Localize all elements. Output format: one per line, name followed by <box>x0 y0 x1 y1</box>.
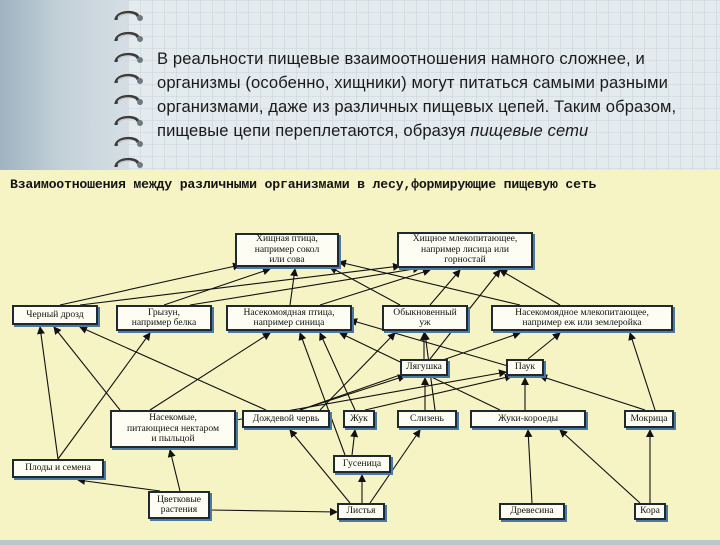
node-bark-beetles: Жуки-короеды <box>470 410 586 428</box>
node-predator-mammal: Хищное млекопитающее, например лисица ил… <box>397 232 533 268</box>
arrow-beetle-to-insectivorous-bird <box>319 332 356 411</box>
node-earthworm: Дождевой червь <box>242 410 330 428</box>
spiral-ring-icon <box>114 10 143 21</box>
arrow-bark-to-bark-beetles <box>559 429 641 504</box>
arrow-nectar-insects-to-blackbird <box>53 326 121 411</box>
node-wood: Древесина <box>499 503 565 520</box>
arrow-blackbird-to-predator-bird <box>59 262 241 306</box>
node-flowering-plants: Цветковые растения <box>148 491 210 519</box>
arrow-insectivorous-bird-to-predator-bird <box>289 268 298 306</box>
node-nectar-insects: Насекомые, питающиеся нектаром и пыльцой <box>110 410 236 448</box>
arrow-fruits-seeds-to-rodent <box>57 332 151 460</box>
node-grass-snake: Обыкновенный уж <box>382 305 468 331</box>
arrow-leaves-to-slug <box>369 429 421 504</box>
food-web-arrows <box>36 259 656 516</box>
arrow-grass-snake-to-predator-bird <box>329 266 401 306</box>
node-blackbird: Черный дрозд <box>12 305 98 325</box>
arrow-wood-to-bark-beetles <box>524 429 533 504</box>
node-bark: Кора <box>634 503 666 520</box>
node-spider: Паук <box>506 359 544 376</box>
node-woodlouse: Мокрица <box>624 410 674 428</box>
arrow-nectar-insects-to-insectivorous-bird <box>149 332 271 411</box>
node-fruits-seeds: Плоды и семена <box>12 459 104 478</box>
node-insectivorous-bird: Насекомоядная птица, например синица <box>226 305 352 331</box>
diagram-title: Взаимоотношения между различными организ… <box>10 177 597 192</box>
intro-paragraph: В реальности пищевые взаимоотношения нам… <box>157 47 712 143</box>
arrow-caterpillar-to-beetle <box>350 429 359 456</box>
node-leaves: Листья <box>337 503 385 520</box>
spiral-ring-icon <box>114 52 143 63</box>
arrow-woodlouse-to-insectivorous-mammal <box>628 332 656 411</box>
notebook-paper <box>128 0 720 175</box>
node-rodent: Грызун, например белка <box>116 305 212 331</box>
arrow-rodent-to-predator-mammal <box>189 265 421 306</box>
arrow-leaves-to-earthworm <box>289 429 351 504</box>
arrow-rodent-to-predator-bird <box>163 267 271 306</box>
spiral-ring-icon <box>114 94 143 105</box>
arrow-woodlouse-to-spider <box>539 374 646 411</box>
arrow-beetle-to-spider <box>364 373 513 411</box>
food-web-diagram: Взаимоотношения между различными организ… <box>0 170 720 540</box>
spiral-ring-icon <box>114 157 143 168</box>
paper-grid <box>128 0 720 175</box>
spiral-ring-icon <box>114 31 143 42</box>
node-predator-bird: Хищная птица, например сокол или сова <box>235 233 339 267</box>
arrow-fruits-seeds-to-blackbird <box>36 326 59 460</box>
spiral-ring-icon <box>114 73 143 84</box>
node-caterpillar: Гусеница <box>333 455 391 473</box>
spiral-ring-icon <box>114 136 143 147</box>
node-insectivorous-mammal: Насекомоядное млекопитающее, например еж… <box>491 305 673 331</box>
spiral-ring-icon <box>114 115 143 126</box>
arrow-insectivorous-mammal-to-predator-bird <box>338 259 521 306</box>
arrow-flowering-plants-to-nectar-insects <box>167 449 181 492</box>
arrow-flowering-plants-to-fruits-seeds <box>77 476 161 492</box>
arrow-insectivorous-mammal-to-predator-mammal <box>499 269 561 306</box>
arrow-blackbird-to-predator-mammal <box>79 262 401 306</box>
arrow-flowering-plants-to-leaves <box>209 507 338 516</box>
intro-term: пищевые сети <box>470 121 589 140</box>
arrow-earthworm-to-blackbird <box>79 326 267 411</box>
arrow-spider-to-insectivorous-bird <box>349 318 509 367</box>
node-beetle: Жук <box>343 410 375 428</box>
arrow-insectivorous-bird-to-predator-mammal <box>319 268 431 306</box>
arrow-spider-to-insectivorous-mammal <box>527 332 561 360</box>
intro-text: В реальности пищевые взаимоотношения нам… <box>157 49 677 140</box>
node-slug: Слизень <box>397 410 457 428</box>
arrow-caterpillar-to-insectivorous-bird <box>298 332 346 456</box>
node-frog: Лягушка <box>400 359 448 376</box>
arrow-earthworm-to-grass-snake <box>319 332 396 411</box>
